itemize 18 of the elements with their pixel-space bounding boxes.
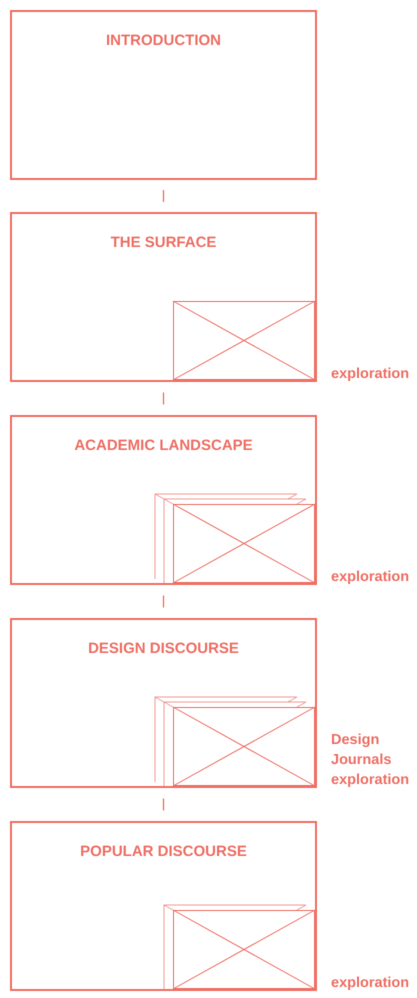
- section-heading: THE SURFACE: [110, 234, 218, 251]
- side-caption: exploration: [331, 568, 410, 587]
- section-heading: ACADEMIC LANDSCAPE: [73, 437, 254, 454]
- image-placeholder-box: [173, 504, 315, 583]
- image-placeholder-box: [173, 301, 315, 380]
- side-caption: Design Journals exploration: [331, 731, 410, 790]
- section-heading: INTRODUCTION: [105, 32, 222, 49]
- section-box: [10, 618, 317, 788]
- section-heading: POPULAR DISCOURSE: [79, 843, 248, 860]
- section-box: [10, 415, 317, 585]
- side-caption: exploration: [331, 974, 410, 993]
- section-box: [10, 821, 317, 991]
- section-heading: DESIGN DISCOURSE: [87, 640, 240, 657]
- image-placeholder-box: [173, 910, 315, 989]
- image-placeholder-box: [173, 707, 315, 786]
- side-caption: exploration: [331, 365, 410, 384]
- section-box: [10, 10, 317, 180]
- section-box: [10, 212, 317, 382]
